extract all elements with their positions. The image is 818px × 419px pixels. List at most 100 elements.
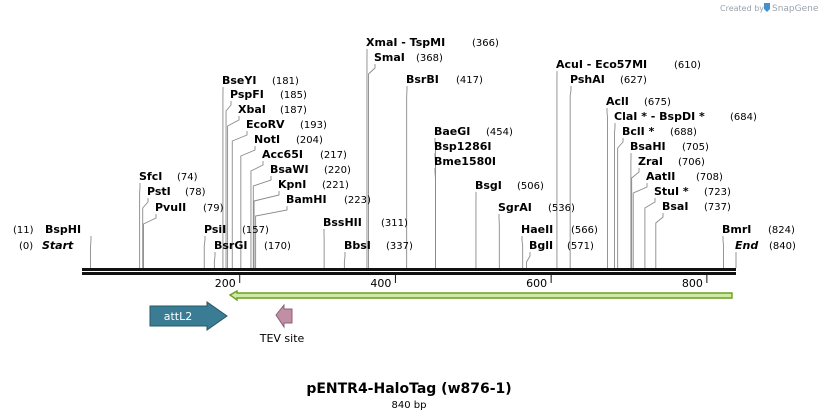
site-position: (204): [296, 135, 323, 146]
site-name: BamHI: [286, 193, 327, 206]
site-label-pshai[interactable]: PshAI (627): [570, 73, 647, 86]
site-line-bsrgi: [213, 252, 216, 268]
site-line-aatii: [632, 183, 648, 268]
site-line-acli: [606, 108, 608, 268]
site-label-smai[interactable]: SmaI(368): [374, 51, 443, 64]
site-name: Bsp1286I: [434, 140, 492, 153]
site-label-bcli[interactable]: BclI *(688): [622, 125, 697, 138]
site-label-acc65i[interactable]: Acc65I(217): [262, 148, 347, 161]
site-line-haeii: [521, 236, 524, 268]
site-line-pshai: [569, 86, 572, 268]
site-label-kpni[interactable]: KpnI(221): [278, 178, 349, 191]
site-line-bsai: [655, 213, 664, 268]
tick-label: 800: [682, 277, 703, 290]
site-label-bseyi[interactable]: BseYI(181): [222, 74, 299, 87]
site-name: Bme1580I: [434, 155, 496, 168]
site-label-pspfi[interactable]: PspFI(185): [230, 88, 307, 101]
site-label-bsshii[interactable]: BssHII(311): [323, 216, 408, 229]
site-label-psii[interactable]: PsiI(157): [204, 223, 269, 236]
site-name: AcuI - Eco57MI: [556, 58, 647, 71]
site-label-bgli[interactable]: BglI (571): [529, 239, 594, 252]
site-label-stui[interactable]: StuI *(723): [654, 185, 731, 198]
site-position: (78): [185, 187, 206, 198]
site-position: (181): [272, 76, 299, 87]
site-label-sgrai[interactable]: SgrAI(536): [498, 201, 575, 214]
site-line-stui: [644, 198, 656, 268]
site-label-bsphi[interactable]: BspHI (11): [13, 223, 81, 236]
site-position: (684): [730, 112, 757, 123]
site-position: (705): [682, 142, 709, 153]
site-label-noti[interactable]: NotI (204): [254, 133, 323, 146]
site-label-haeii[interactable]: HaeII (566): [521, 223, 598, 236]
site-label-sfci[interactable]: SfcI(74): [139, 170, 198, 183]
site-label-bsai[interactable]: BsaI(737): [662, 200, 731, 213]
halotag-feature-arrow[interactable]: [228, 289, 733, 302]
site-label-xbai[interactable]: XbaI(187): [238, 103, 307, 116]
site-position: (79): [203, 203, 224, 214]
site-line-zrai: [631, 168, 640, 268]
backbone-top-strand: [82, 268, 736, 271]
site-name: BbsI: [344, 239, 371, 252]
site-label-bsrgi[interactable]: BsrGI(170): [214, 239, 291, 252]
site-name: HaeII: [521, 223, 553, 236]
tev-site-feature-arrow[interactable]: [275, 303, 293, 329]
site-name: PspFI: [230, 88, 264, 101]
site-line-psti: [142, 198, 149, 268]
site-label-bsrbi[interactable]: BsrBI(417): [406, 73, 483, 86]
snapgene-logo-icon: [764, 3, 770, 12]
site-name: BspHI: [45, 223, 81, 236]
site-label-end[interactable]: End(840): [735, 239, 796, 252]
site-label-bsahi[interactable]: BsaHI(705): [630, 140, 709, 153]
site-name: EcoRV: [246, 118, 285, 131]
site-line-bamhi: [255, 206, 288, 268]
site-name: AclI: [606, 95, 629, 108]
site-name: AatII: [646, 170, 675, 183]
site-label-bamhi[interactable]: BamHI(223): [286, 193, 371, 206]
site-position: (723): [704, 187, 731, 198]
site-position: (571): [567, 241, 594, 252]
site-label-lines: [90, 49, 737, 268]
site-position: (566): [571, 225, 598, 236]
site-label-zrai[interactable]: ZraI(706): [638, 155, 705, 168]
site-name: BsrBI: [406, 73, 439, 86]
site-label-clai-bspdi[interactable]: ClaI * - BspDI *(684): [614, 110, 757, 123]
credit-prefix: Created by: [720, 4, 764, 13]
site-position: (187): [280, 105, 307, 116]
site-label-pvuii[interactable]: PvuII(79): [155, 201, 224, 214]
site-label-xmai-tspmi[interactable]: XmaI - TspMI(366): [366, 36, 499, 49]
site-name: PshAI: [570, 73, 605, 86]
tev-site-label: TEV site: [259, 332, 305, 345]
site-position: (675): [644, 97, 671, 108]
site-name: BglI: [529, 239, 553, 252]
site-label-aatii[interactable]: AatII(708): [646, 170, 723, 183]
site-line-pvuii: [143, 214, 157, 268]
site-label-bbsi[interactable]: BbsI(337): [344, 239, 413, 252]
site-label-bmri[interactable]: BmrI(824): [722, 223, 795, 236]
attl2-feature-arrow[interactable]: attL2: [149, 301, 228, 331]
site-line-kpni: [253, 191, 280, 268]
site-line-bmri: [722, 236, 724, 268]
site-label-psti[interactable]: PstI(78): [147, 185, 206, 198]
site-position: (220): [324, 165, 351, 176]
site-position: (840): [769, 241, 796, 252]
site-position: (170): [264, 241, 291, 252]
site-line-smai: [368, 64, 376, 268]
site-line-pspfi: [225, 101, 232, 268]
site-label-bsgi[interactable]: BsgI(506): [475, 179, 544, 192]
site-label-acli[interactable]: AclI (675): [606, 95, 671, 108]
site-label-bsawi[interactable]: BsaWI(220): [270, 163, 351, 176]
site-line-xbai: [227, 116, 240, 268]
site-label-bsp1286i[interactable]: Bsp1286I: [434, 140, 492, 153]
site-position: (11): [13, 225, 34, 236]
site-label-ecorv[interactable]: EcoRV(193): [246, 118, 327, 131]
site-name: NotI: [254, 133, 280, 146]
site-position: (366): [472, 38, 499, 49]
site-label-start[interactable]: Start(0): [19, 239, 74, 252]
site-position: (0): [19, 241, 33, 252]
site-position: (627): [620, 75, 647, 86]
site-label-acui-eco57mi[interactable]: AcuI - Eco57MI(610): [556, 58, 701, 71]
site-label-bme1580i[interactable]: Bme1580I: [434, 155, 496, 168]
site-name: Acc65I: [262, 148, 303, 161]
site-label-baegi[interactable]: BaeGI(454): [434, 125, 513, 138]
